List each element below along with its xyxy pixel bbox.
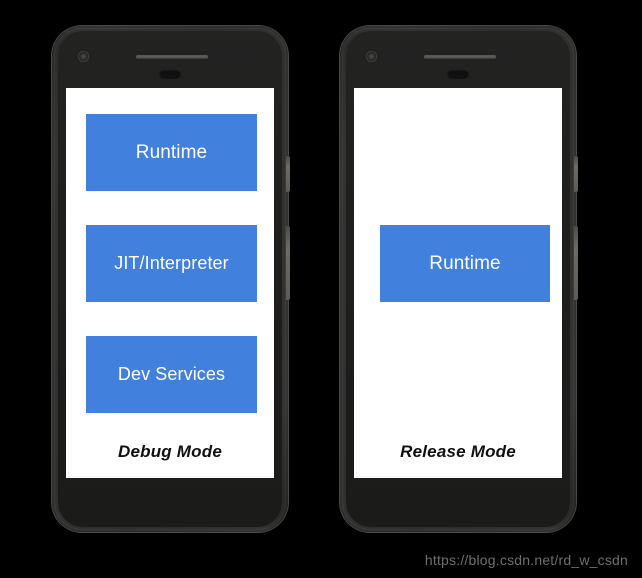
proximity-sensor-icon [159,70,181,79]
watermark-url: https://blog.csdn.net/rd_w_csdn [424,552,628,568]
front-camera-icon [367,52,376,61]
power-button[interactable] [574,156,578,192]
front-camera-icon [79,52,88,61]
mode-caption-release: Release Mode [400,442,516,461]
volume-button[interactable] [574,226,578,300]
mode-caption-debug: Debug Mode [118,442,222,461]
proximity-sensor-icon [447,70,469,79]
layer-label: Dev Services [117,364,226,384]
earpiece-speaker-icon [136,55,208,59]
layer-label: Runtime [135,141,208,163]
layer-box-jit-interpreter[interactable]: JIT/Interpreter [86,225,257,302]
power-button[interactable] [286,156,290,192]
phone-screen-debug: Runtime JIT/Interpreter Dev Services Deb… [66,88,274,478]
phone-device-debug: Runtime JIT/Interpreter Dev Services Deb… [52,26,290,532]
phone-device-release: Runtime Release Mode [340,26,578,532]
screen-content-debug: Runtime JIT/Interpreter Dev Services [66,88,274,442]
volume-button[interactable] [286,226,290,300]
screen-content-release: Runtime [354,88,562,442]
layer-box-dev-services[interactable]: Dev Services [86,336,257,413]
phone-screen-release: Runtime Release Mode [354,88,562,478]
layer-label: JIT/Interpreter [114,253,229,273]
layer-box-runtime[interactable]: Runtime [86,114,257,191]
earpiece-speaker-icon [424,55,496,59]
layer-label: Runtime [429,252,501,274]
layer-box-runtime[interactable]: Runtime [380,225,550,302]
